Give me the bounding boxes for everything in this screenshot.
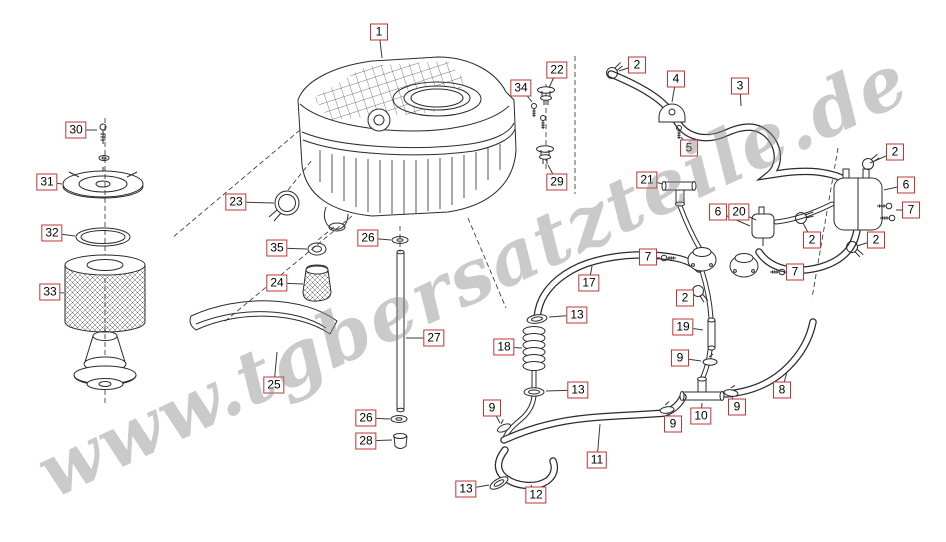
part-label-9-35[interactable]: 9 bbox=[671, 349, 689, 367]
part-label-13-44[interactable]: 13 bbox=[455, 480, 477, 498]
part-label-34-14[interactable]: 34 bbox=[510, 79, 532, 97]
hose-assembly-parts bbox=[487, 61, 896, 493]
part-label-4-17[interactable]: 4 bbox=[667, 70, 685, 88]
part-label-17-30[interactable]: 17 bbox=[578, 274, 600, 292]
part-label-8-37[interactable]: 8 bbox=[773, 381, 791, 399]
part-label-12-43[interactable]: 12 bbox=[525, 486, 547, 504]
part-label-29-15[interactable]: 29 bbox=[546, 173, 568, 191]
part-label-7-29[interactable]: 7 bbox=[786, 263, 804, 281]
part-label-26-11[interactable]: 26 bbox=[355, 409, 377, 427]
part-label-19-33[interactable]: 19 bbox=[672, 318, 694, 336]
part-label-30-1[interactable]: 30 bbox=[65, 121, 87, 139]
airbox-part bbox=[297, 56, 517, 232]
part-label-2-21[interactable]: 2 bbox=[886, 143, 904, 161]
filter-stack-parts bbox=[62, 123, 146, 390]
part-label-32-3[interactable]: 32 bbox=[41, 224, 63, 242]
part-label-2-16[interactable]: 2 bbox=[628, 56, 646, 74]
breather-parts bbox=[189, 190, 409, 449]
part-label-9-38[interactable]: 9 bbox=[483, 399, 501, 417]
part-label-27-10[interactable]: 27 bbox=[423, 329, 445, 347]
part-label-6-24[interactable]: 6 bbox=[709, 203, 727, 221]
part-label-7-28[interactable]: 7 bbox=[639, 248, 657, 266]
part-label-10-39[interactable]: 10 bbox=[690, 407, 712, 425]
part-label-2-31[interactable]: 2 bbox=[676, 289, 694, 307]
part-label-13-36[interactable]: 13 bbox=[567, 381, 589, 399]
part-label-9-41[interactable]: 9 bbox=[664, 415, 682, 433]
part-label-28-12[interactable]: 28 bbox=[355, 432, 377, 450]
part-label-35-6[interactable]: 35 bbox=[266, 239, 288, 257]
part-label-24-7[interactable]: 24 bbox=[266, 274, 288, 292]
part-label-3-18[interactable]: 3 bbox=[731, 77, 749, 95]
part-label-22-13[interactable]: 22 bbox=[546, 61, 568, 79]
part-label-33-4[interactable]: 33 bbox=[39, 283, 61, 301]
part-label-18-34[interactable]: 18 bbox=[493, 338, 515, 356]
part-label-2-26[interactable]: 2 bbox=[803, 231, 821, 249]
part-label-23-5[interactable]: 23 bbox=[225, 193, 247, 211]
part-label-9-40[interactable]: 9 bbox=[728, 398, 746, 416]
part-label-11-42[interactable]: 11 bbox=[586, 451, 608, 469]
part-label-26-8[interactable]: 26 bbox=[357, 229, 379, 247]
part-label-20-25[interactable]: 20 bbox=[728, 203, 750, 221]
part-label-5-19[interactable]: 5 bbox=[680, 139, 698, 157]
part-label-25-9[interactable]: 25 bbox=[263, 376, 285, 394]
part-label-6-22[interactable]: 6 bbox=[897, 176, 915, 194]
part-label-31-2[interactable]: 31 bbox=[36, 173, 58, 191]
part-label-2-27[interactable]: 2 bbox=[867, 231, 885, 249]
part-label-7-23[interactable]: 7 bbox=[902, 201, 920, 219]
part-label-13-32[interactable]: 13 bbox=[566, 306, 588, 324]
part-label-1-0[interactable]: 1 bbox=[370, 23, 388, 41]
part-label-21-20[interactable]: 21 bbox=[636, 171, 658, 189]
